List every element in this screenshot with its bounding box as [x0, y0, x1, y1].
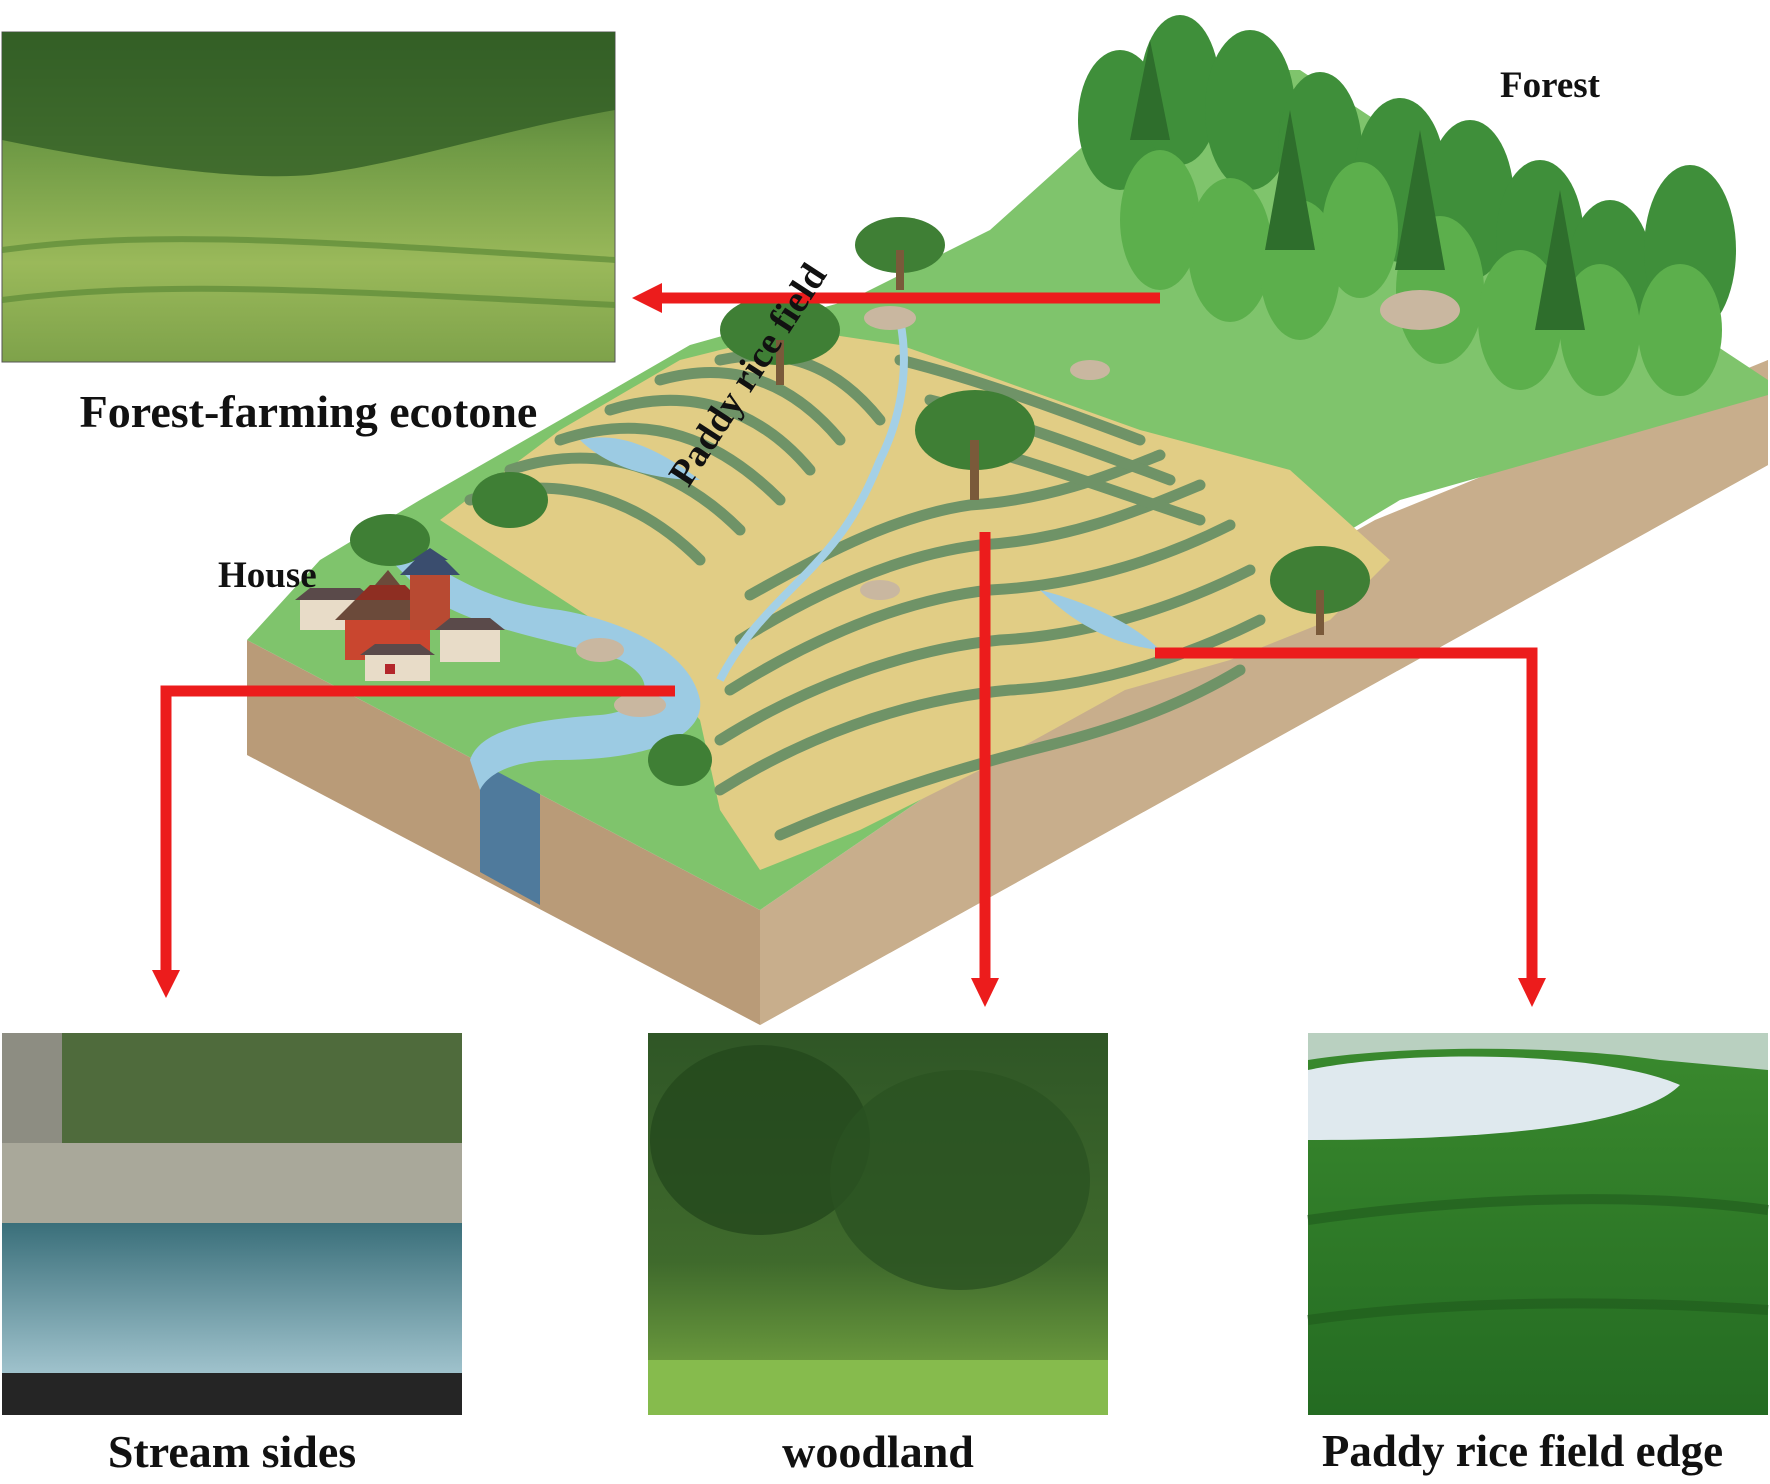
caption-forest-farming-ecotone: Forest-farming ecotone [2, 385, 615, 438]
caption-woodland: woodland [648, 1425, 1108, 1478]
house-label: House [218, 554, 317, 597]
photo-forest-farming-ecotone [2, 32, 615, 362]
forest-label: Forest [1500, 64, 1600, 107]
photo-stream-sides [2, 1033, 462, 1415]
photo-paddy-rice-field-edge [1308, 1033, 1768, 1415]
caption-paddy-rice-field-edge: Paddy rice field edge [1275, 1425, 1770, 1477]
caption-stream-sides: Stream sides [2, 1425, 462, 1478]
photo-woodland [648, 1033, 1108, 1415]
